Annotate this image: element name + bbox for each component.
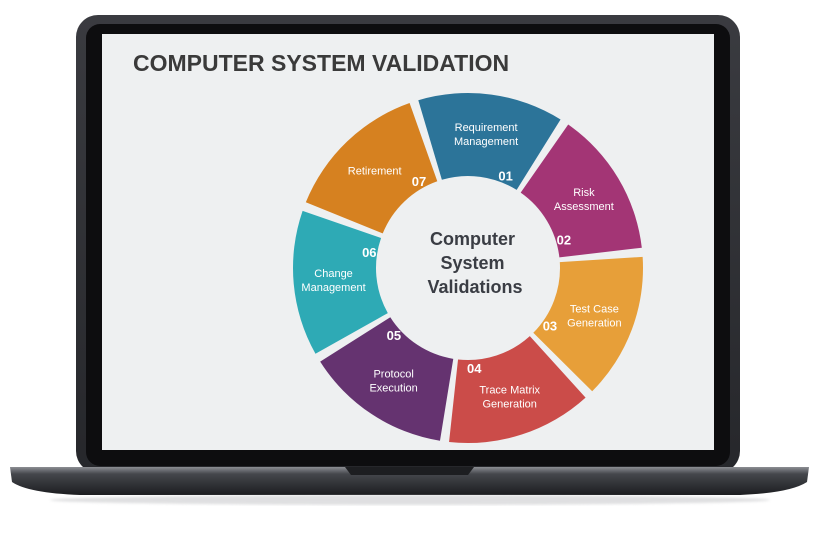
cycle-segment (520, 124, 642, 258)
center-line: Validations (427, 277, 522, 297)
segment-label-line: Trace Matrix (479, 384, 540, 396)
laptop-shadow (50, 495, 770, 505)
segment-label-line: Protocol (373, 369, 413, 381)
segment-number: 06 (362, 245, 376, 260)
cycle-segment (292, 210, 388, 354)
cycle-segment (418, 92, 561, 190)
segment-label-line: Generation (482, 398, 536, 410)
segment-number: 02 (557, 233, 571, 248)
segment-label-line: Risk (573, 187, 595, 199)
segment-label: Retirement (348, 165, 402, 177)
segment-label-line: Assessment (554, 201, 614, 213)
segment-label-line: Execution (369, 383, 417, 395)
segment-number: 07 (412, 174, 426, 189)
segment-label-line: Management (454, 136, 518, 148)
segment-number: 03 (543, 318, 557, 333)
cycle-segment (449, 336, 586, 443)
center-line: System (440, 253, 504, 273)
segment-label-line: Requirement (455, 122, 518, 134)
center-title: Computer System Validations (427, 229, 522, 297)
segment-number: 01 (498, 168, 512, 183)
segment-label-line: Test Case (570, 303, 619, 315)
segment-label-line: Management (301, 282, 365, 294)
cycle-segment (533, 256, 644, 392)
segment-label-line: Generation (567, 317, 621, 329)
laptop-base (10, 467, 809, 495)
segment-label-line: Retirement (348, 165, 402, 177)
segment-number: 04 (467, 361, 482, 376)
cycle-segment (320, 317, 454, 441)
segment-number: 05 (387, 328, 401, 343)
slide-title: COMPUTER SYSTEM VALIDATION (133, 50, 509, 76)
cycle-segment (305, 103, 438, 234)
center-line: Computer (430, 229, 515, 249)
segment-label-line: Change (314, 268, 353, 280)
laptop-notch (345, 467, 474, 475)
